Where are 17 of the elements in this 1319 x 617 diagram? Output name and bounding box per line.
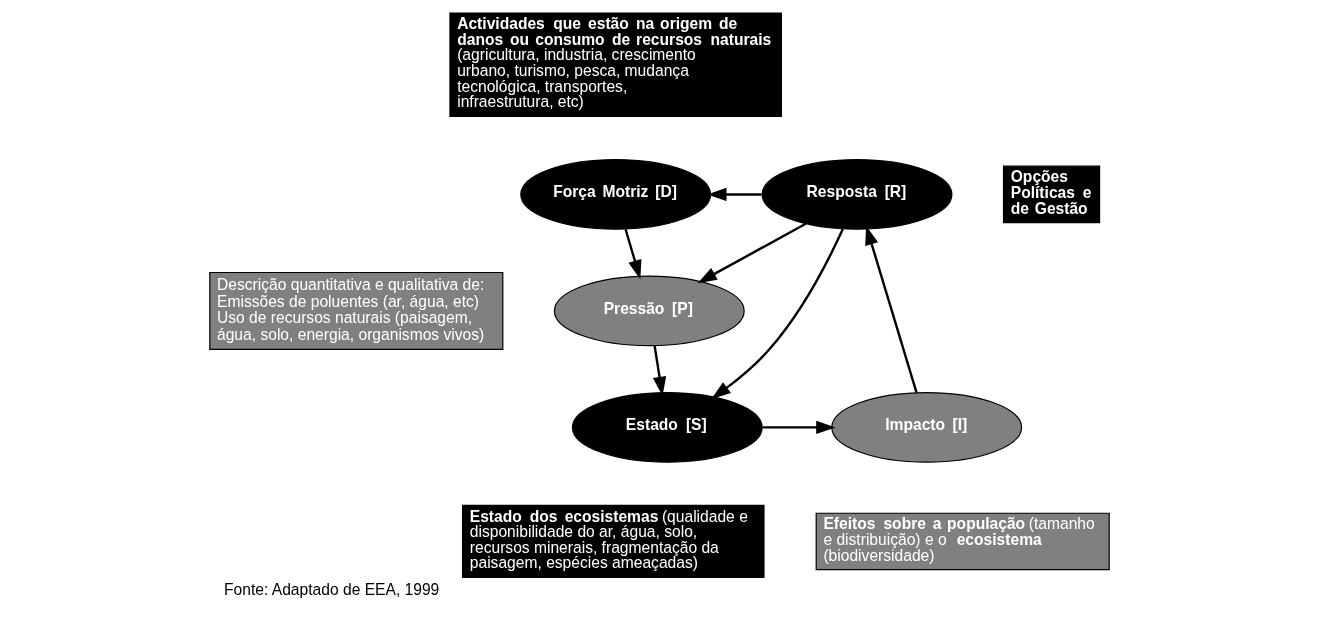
node-box: Efeitos sobre a população (tamanho e distribuição) e o ecosistema (biodiversidade) bbox=[815, 512, 1110, 571]
node-ellipse: Força Motriz [D] bbox=[520, 159, 712, 230]
node-box: Estado dos ecosistemas (qualidade e disponibilidade do ar, água, solo, recursos minerais, fragmentação da paisagem, espécies ameaçadas) bbox=[461, 504, 765, 579]
arrow bbox=[697, 222, 807, 284]
arrow bbox=[652, 345, 667, 396]
arrow bbox=[762, 420, 836, 435]
node-ellipse: Pressão [P] bbox=[553, 275, 745, 347]
node-ellipse: Estado [S] bbox=[571, 391, 763, 463]
node-box: Actividades que estão na origem de danos ou consumo de recursos naturais (agricultura, industria, crescimento urbano, turismo, pesca, mudança tecnológica, transportes, infraestrutura, etc) bbox=[449, 12, 782, 117]
arrow bbox=[865, 225, 918, 393]
node-ellipse: Impacto [I] bbox=[831, 391, 1023, 463]
caption: Fonte: Adaptado de EEA, 1999 bbox=[224, 580, 440, 598]
node-ellipse: Resposta [R] bbox=[761, 159, 953, 230]
node-box: Descrição quantitativa e qualitativa de: Emissões de poluentes (ar, água, etc) Uso de recursos naturais (paisagem, água, solo, energia, organismos vivos) bbox=[209, 271, 504, 350]
arrow bbox=[624, 228, 642, 280]
node-box: Opções Políticas e de Gestão bbox=[1002, 165, 1101, 224]
arrow bbox=[711, 228, 844, 399]
